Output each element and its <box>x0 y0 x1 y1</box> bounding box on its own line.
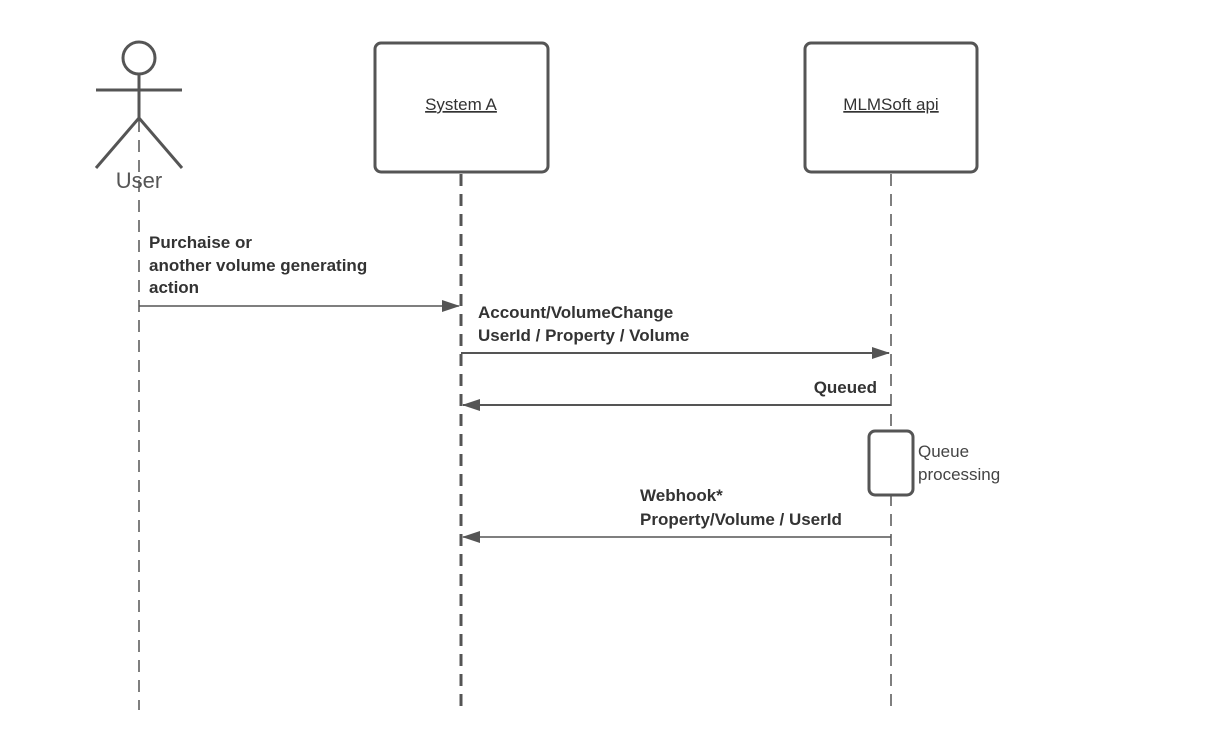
message-volume-change-line-2: UserId / Property / Volume <box>478 326 689 345</box>
activation-note-line-2: processing <box>918 465 1000 484</box>
user-actor <box>94 40 184 169</box>
message-webhook-line-2: Property/Volume / UserId <box>640 510 842 529</box>
message-purchase-line-3: action <box>149 278 199 297</box>
queue-processing-activation <box>867 429 915 497</box>
message-volume-change-line-1: Account/VolumeChange <box>478 303 673 322</box>
message-webhook-line-1: Webhook* <box>640 486 723 505</box>
mlmsoft-api-label: MLMSoft api <box>843 95 938 114</box>
message-purchase-line-1: Purchaise or <box>149 233 252 252</box>
mlmsoft-api-box <box>803 41 979 174</box>
system-a-box <box>373 41 550 174</box>
message-purchase-line-2: another volume generating <box>149 256 367 275</box>
actor-right-leg <box>137 117 184 169</box>
activation-note-line-1: Queue <box>918 442 969 461</box>
actor-head <box>121 40 157 76</box>
actor-left-leg <box>94 117 141 169</box>
message-queued-label: Queued <box>814 378 877 397</box>
system-a-label: System A <box>425 95 497 114</box>
